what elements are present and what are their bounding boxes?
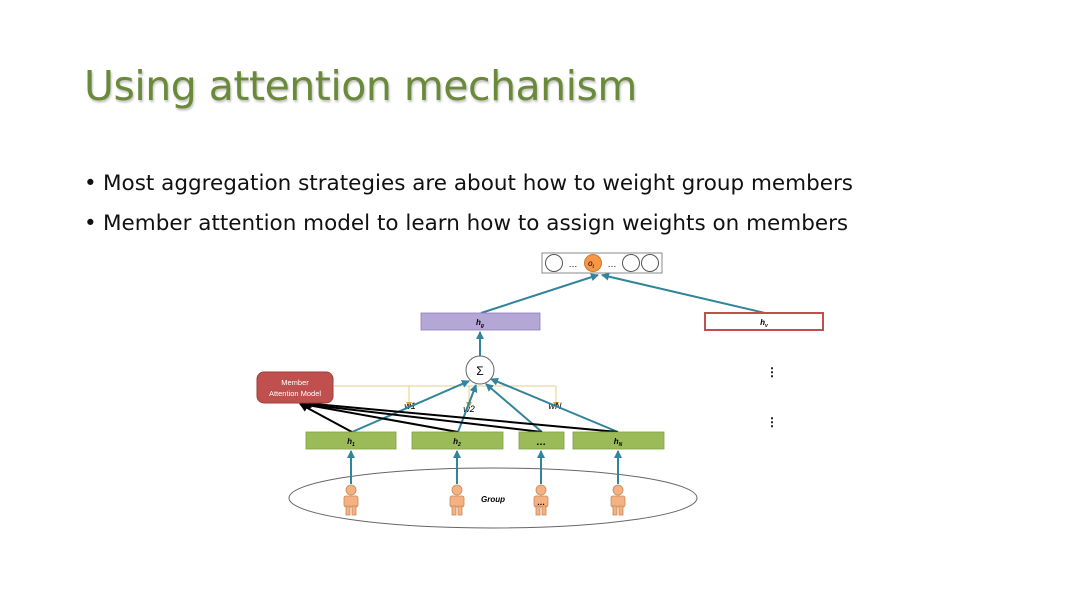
sum-symbol: Σ [476, 364, 483, 378]
weight-label: w2 [463, 404, 475, 414]
member-vector-label: hN [614, 437, 623, 448]
item-vector-hv [704, 312, 824, 331]
person-icon [449, 484, 465, 516]
member-vector-label: h1 [347, 437, 355, 448]
member-vector-label: … [536, 437, 546, 448]
slide-title: Using attention mechanism [84, 62, 637, 110]
person-icon [533, 484, 549, 516]
person-to-vector-arrows [347, 450, 622, 484]
member-vector: h2 [411, 431, 504, 450]
output-ellipsis: … [608, 259, 617, 269]
bullet-item: Member attention model to learn how to a… [84, 204, 853, 244]
member-to-sum-arrows [351, 378, 619, 433]
member-vector-label: h2 [453, 437, 461, 448]
arrow-hg-to-output [480, 273, 599, 314]
output-vector: … ot … [541, 252, 663, 274]
bullet-item: Most aggregation strategies are about ho… [84, 164, 853, 204]
output-ellipsis: … [569, 259, 578, 269]
output-unit [545, 254, 563, 272]
arrow-hv-to-output [601, 272, 766, 314]
person-icon [343, 484, 359, 516]
group-vector-label: hg [476, 318, 484, 329]
group-label: Group [481, 495, 505, 504]
weight-lines [334, 385, 559, 408]
output-node-label: ot [588, 259, 594, 270]
output-unit [622, 254, 640, 272]
member-to-attention-arrows [299, 399, 619, 433]
member-attention-model [256, 371, 334, 404]
member-vector: … [518, 431, 565, 450]
output-node-ot [584, 254, 602, 272]
group-vector-hg [420, 312, 541, 331]
vertical-ellipsis: ⋮ [766, 365, 778, 379]
output-unit [641, 254, 659, 272]
attention-model-label: Member [281, 378, 309, 387]
vertical-ellipsis: ⋮ [766, 415, 778, 429]
member-vector: h1 [305, 431, 397, 450]
person-icon [610, 484, 626, 516]
group-ellipse [288, 467, 698, 529]
item-vector-label: hv [760, 318, 769, 329]
member-vector: hN [572, 431, 665, 450]
person-ellipsis: … [537, 498, 545, 507]
sum-node [465, 355, 495, 385]
bullet-list: Most aggregation strategies are about ho… [84, 164, 853, 244]
attention-model-label: Attention Model [269, 389, 321, 398]
